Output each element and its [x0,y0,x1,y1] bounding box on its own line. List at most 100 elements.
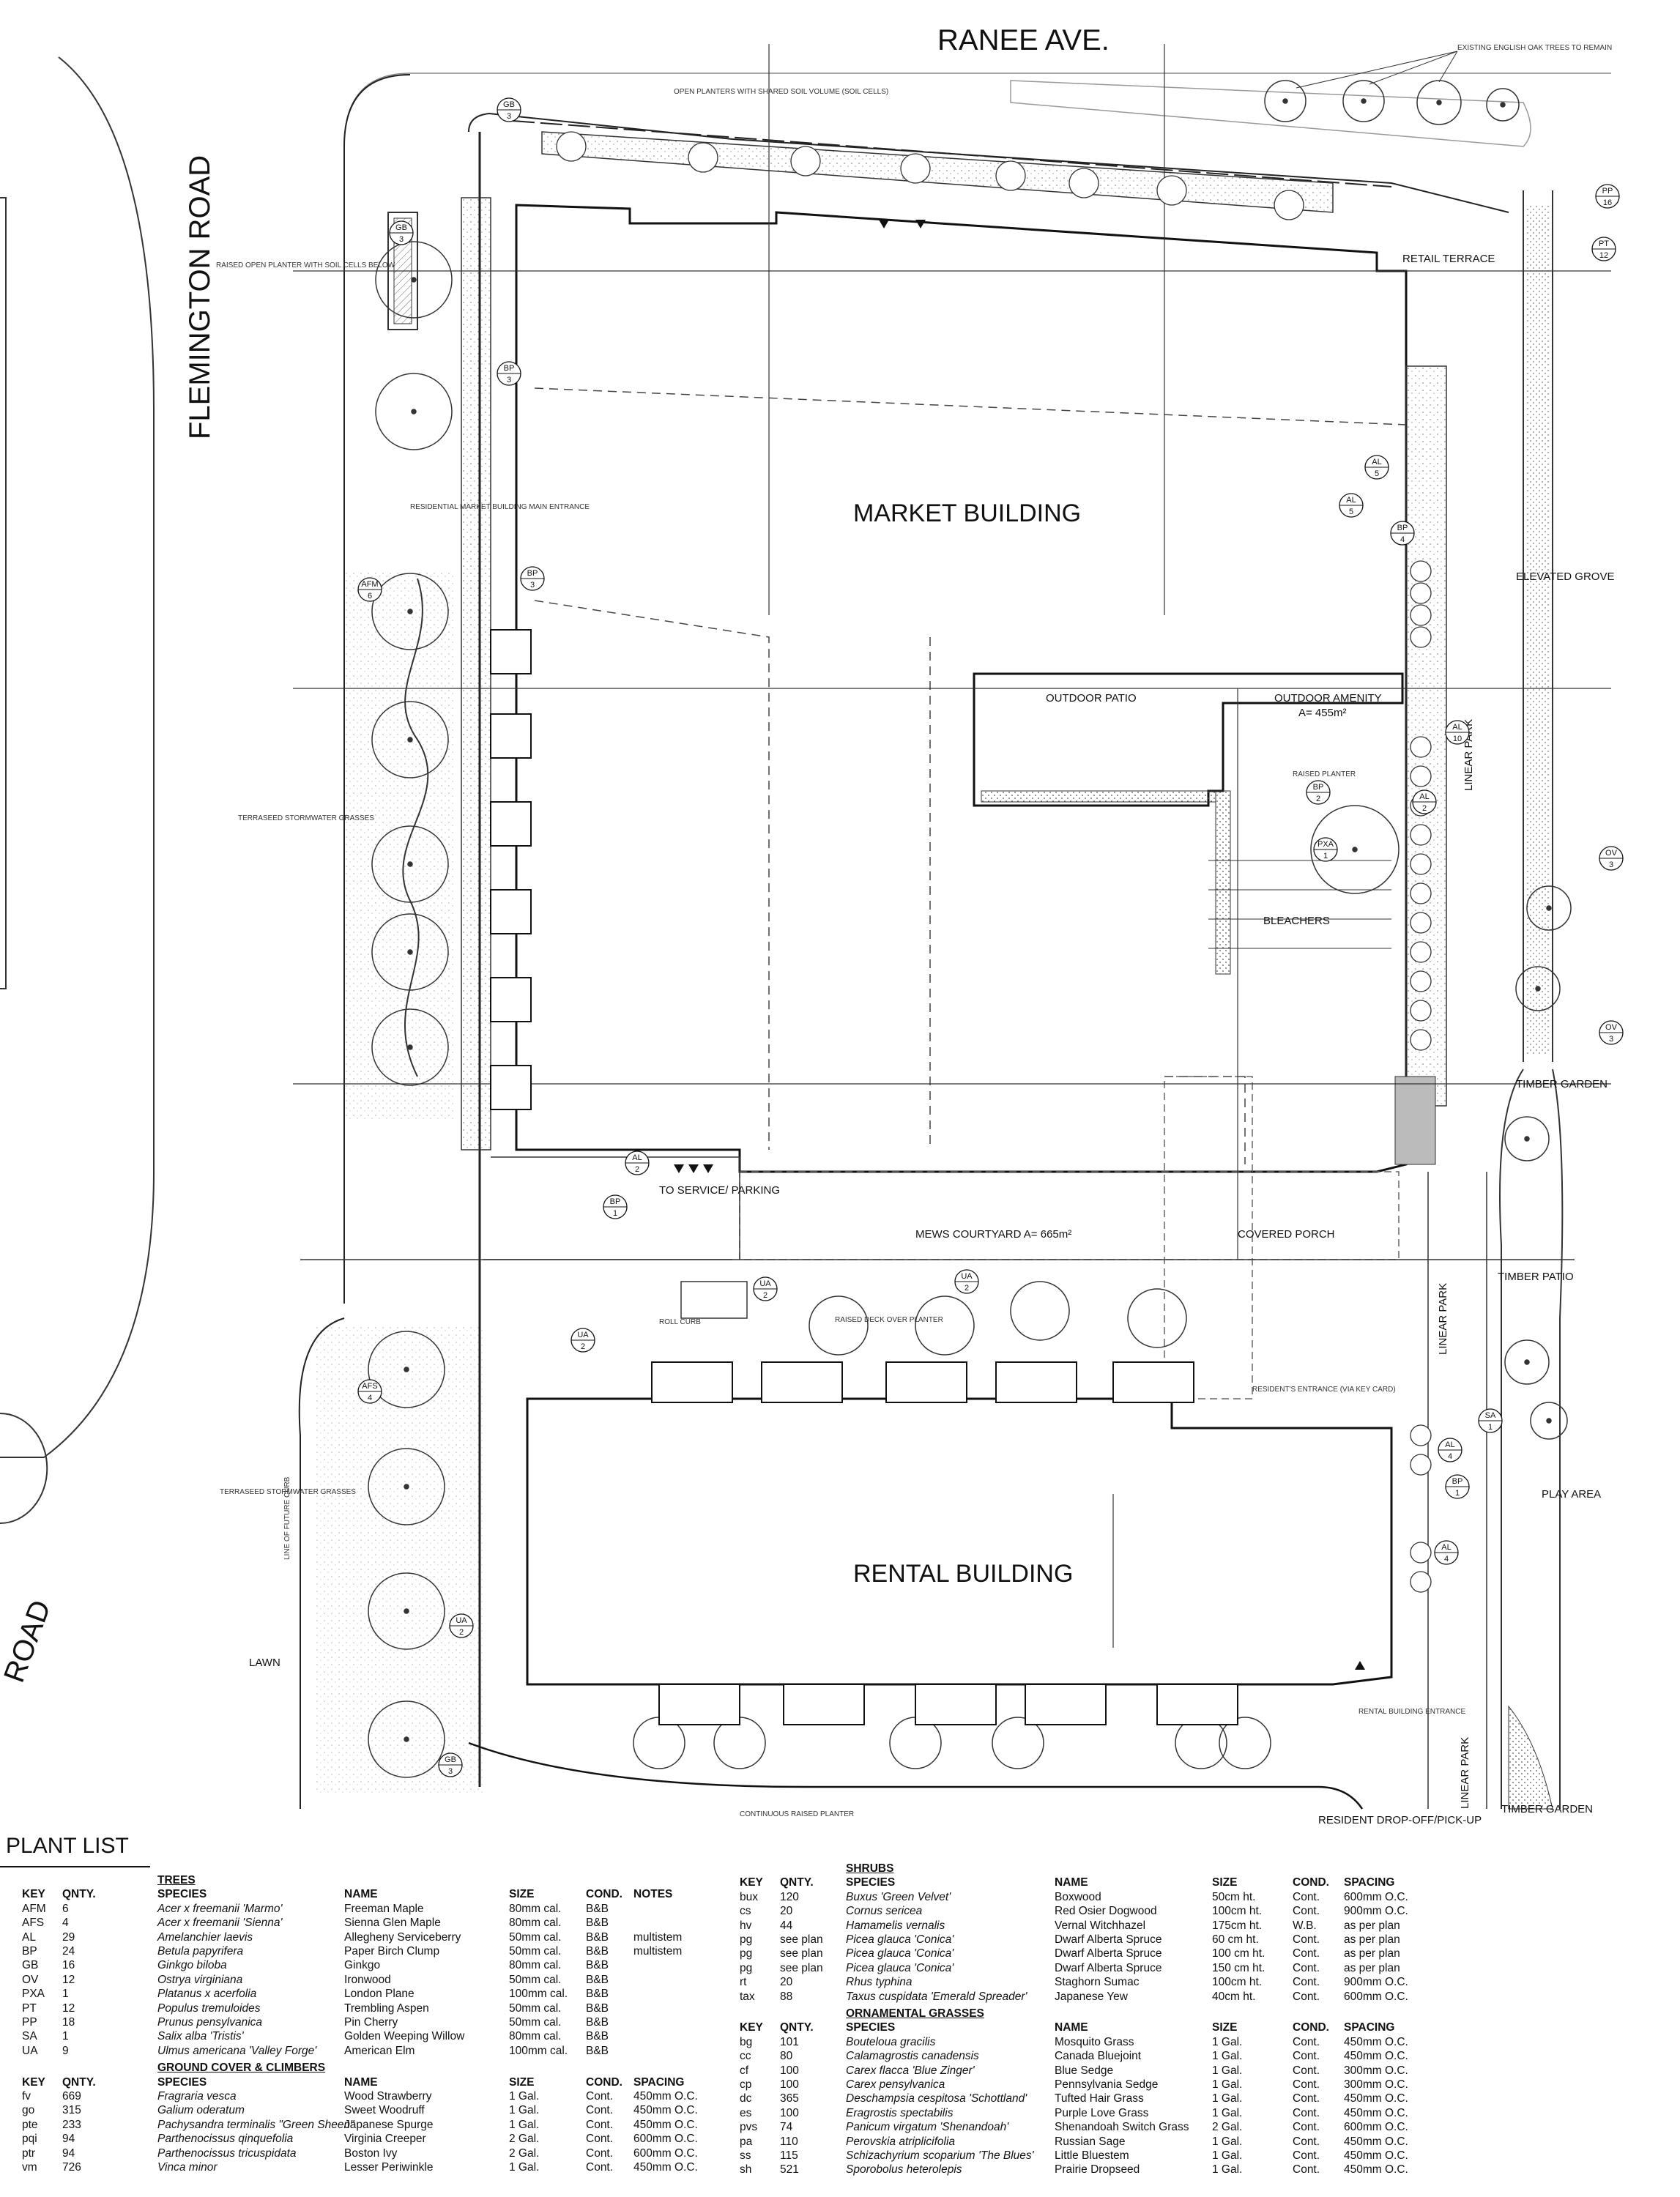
plant-cell: 60 cm ht. [1212,1933,1259,1946]
plant-tag: AL5 [1339,493,1364,518]
plant-cell: Little Bluestem [1055,2149,1129,2162]
plant-cell: as per plan [1344,1961,1400,1974]
plant-tag: UA2 [570,1328,595,1353]
plant-tag: AL2 [625,1150,650,1175]
plant-column-header: SPECIES [157,2075,207,2089]
plant-cell: Cont. [586,2104,614,2117]
plant-cell: Cont. [1293,1990,1320,2003]
plant-tag-code: BP [504,364,515,373]
plant-species-cell: Eragrostis spectabilis [846,2106,954,2119]
plant-cell: Cont. [1293,1961,1320,1974]
plant-column-header: SPACING [1344,2021,1395,2034]
ranee-ave-curb [343,73,1611,147]
raised-deck-planter-label: RAISED DECK OVER PLANTER [835,1316,943,1324]
plant-cell: B&B [586,1902,609,1915]
open-planters-label: OPEN PLANTERS WITH SHARED SOIL VOLUME (S… [674,88,888,96]
plant-tag: GB3 [497,97,521,122]
timber-garden-label-south: TIMBER GARDEN [1501,1803,1593,1815]
plant-cell: as per plan [1344,1919,1400,1932]
plant-column-header: SIZE [509,2075,535,2089]
plant-cell: B&B [586,1945,609,1958]
plant-column-header: SPECIES [157,1888,207,1901]
plant-species-cell: Picea glauca 'Conica' [846,1933,954,1946]
plant-cell: pa [740,2135,753,2148]
east-linear-park [1394,190,1564,1810]
plant-cell: B&B [586,2001,609,2015]
linear-park-label-south: LINEAR PARK [1459,1737,1471,1809]
dropoff-label: RESIDENT DROP-OFF/PICK-UP [1318,1814,1482,1826]
plant-cell: cc [740,2050,751,2063]
plant-cell: 600mm O.C. [633,2146,698,2160]
plant-cell: Russian Sage [1055,2135,1126,2148]
plant-cell: Cont. [1293,2149,1320,2162]
plant-cell: UA [22,2044,38,2057]
plant-species-cell: Panicum virgatum 'Shenandoah' [846,2121,1009,2134]
plant-species-cell: Calamagrostis canadensis [846,2050,979,2063]
plant-tag: AL4 [1438,1438,1462,1462]
plant-cell: Cont. [586,2146,614,2160]
plant-species-cell: Betula papyrifera [157,1945,244,1958]
plant-column-header: COND. [586,2075,622,2089]
plant-cell: 450mm O.C. [1344,2035,1408,2048]
plant-cell: 900mm O.C. [1344,1905,1408,1918]
plant-tag-code: GB [395,223,407,232]
plant-cell: Paper Birch Clump [344,1945,440,1958]
plant-cell: 450mm O.C. [633,2104,698,2117]
plant-cell: W.B. [1293,1919,1317,1932]
plant-tag-qty: 4 [368,1394,372,1402]
plant-tag: GB3 [438,1752,463,1777]
plant-tag-code: AL [1419,792,1429,801]
plant-cell: 365 [780,2092,799,2105]
plant-species-cell: Perovskia atriplicifolia [846,2135,956,2148]
plant-tag: SA1 [1478,1408,1503,1433]
outdoor-amenity-area: A= 455m² [1298,707,1346,719]
plant-column-header: NAME [1055,1876,1088,1889]
plant-tag-code: PP [1602,187,1613,196]
rental-entrance-label: RENTAL BUILDING ENTRANCE [1359,1708,1465,1716]
plant-cell: 120 [780,1890,799,1903]
plant-cell: 100 [780,2106,799,2119]
plant-cell: Lesser Periwinkle [344,2161,434,2174]
site-plan-drawing: RANEE AVE. FLEMINGTON ROAD ROAD MARKET B… [0,24,1624,1826]
plant-tag-qty: 2 [964,1284,969,1293]
plant-cell: multistem [633,1945,683,1958]
plant-cell: 600mm O.C. [1344,2121,1408,2134]
plant-column-header: COND. [1293,1876,1329,1889]
plant-tag: OV3 [1599,1020,1624,1045]
plant-cell: 450mm O.C. [1344,2050,1408,2063]
plant-cell: 1 [62,2030,69,2043]
plant-cell: rt [740,1976,747,1989]
plant-cell: multistem [633,1930,683,1944]
plant-cell: 600mm O.C. [1344,1890,1408,1903]
plant-tag-qty: 1 [1455,1489,1460,1498]
small-tree-row-north [556,131,1304,220]
plant-tag-code: OV [1605,1023,1618,1032]
existing-oaks-label: EXISTING ENGLISH OAK TREES TO REMAIN [1457,44,1612,52]
plant-cell: 50mm cal. [509,2001,562,2015]
plant-cell: 2 Gal. [509,2133,540,2146]
rental-building-label: RENTAL BUILDING [853,1560,1073,1588]
plant-species-cell: Vinca minor [157,2161,218,2174]
plant-column-header: KEY [22,2075,45,2089]
plant-tag-qty: 2 [581,1342,585,1351]
plant-section-title: TREES [157,1874,196,1886]
plant-cell: 315 [62,2104,81,2117]
plant-tag: OV3 [1599,846,1624,871]
plant-cell: Freeman Maple [344,1902,424,1915]
plant-cell: 100cm ht. [1212,1905,1263,1918]
elevated-grove-label: ELEVATED GROVE [1516,570,1614,583]
timber-patio-label: TIMBER PATIO [1498,1271,1574,1283]
plant-cell: B&B [586,2044,609,2057]
plant-column-header: SPECIES [846,2021,896,2034]
plant-cell: Cont. [1293,2092,1320,2105]
plant-cell: PP [22,2016,37,2029]
plant-cell: 24 [62,1945,75,1958]
plant-tag: BP3 [520,566,545,591]
plant-tag-code: SA [1485,1411,1496,1420]
residents-entrance-label: RESIDENT'S ENTRANCE (VIA KEY CARD) [1252,1386,1396,1394]
plant-cell: 50mm cal. [509,1930,562,1944]
plant-tag-qty: 12 [1599,251,1608,260]
plant-tag-code: UA [961,1272,973,1281]
